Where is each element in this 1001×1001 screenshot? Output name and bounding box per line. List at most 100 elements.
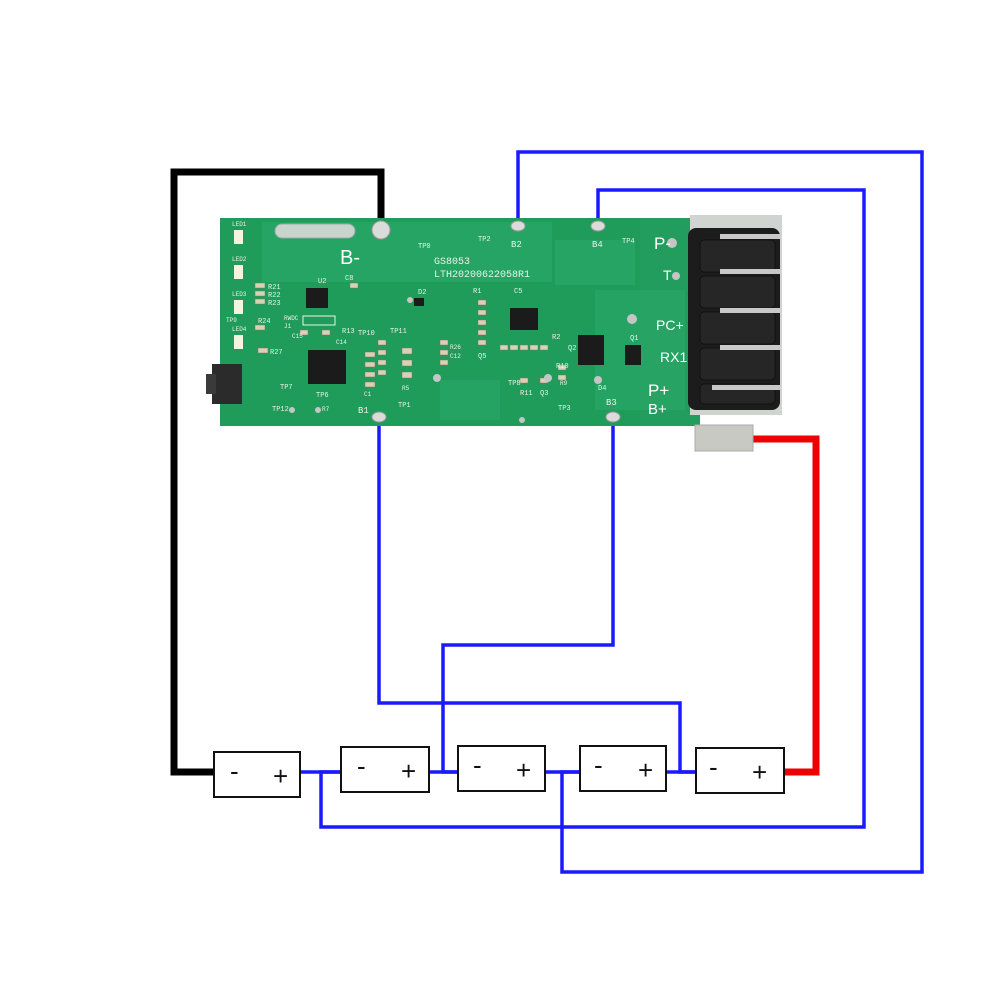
smd-c14 — [321, 329, 331, 336]
label-ld2: LED2 — [232, 256, 247, 263]
label-r13: R13 — [342, 328, 355, 336]
connector-pin-3 — [720, 308, 780, 313]
label-c14: C14 — [336, 339, 347, 346]
silkscreen: B- B2 B4 B1 B3 TP0 TP1 TP2 TP3 TP4 GS805… — [226, 221, 638, 416]
cell-3-body — [457, 745, 546, 792]
smd-r8 — [364, 381, 376, 388]
label-r10: R10 — [556, 363, 569, 371]
connector-slot-2 — [699, 275, 776, 309]
smd-r9 — [377, 339, 387, 346]
label-r27: R27 — [270, 349, 283, 357]
cell-2-plus: + — [401, 756, 416, 786]
label-code: LTH20200622058R1 — [434, 270, 530, 281]
label-tp0: TP0 — [418, 243, 431, 251]
ic-u1 — [578, 335, 604, 365]
label-t: T — [663, 267, 672, 283]
label-tp6: TP6 — [316, 392, 329, 400]
power-connector — [688, 215, 782, 452]
pcb-board: B- B2 B4 B1 B3 TP0 TP1 TP2 TP3 TP4 GS805… — [206, 215, 782, 452]
connector-slot-1 — [699, 239, 776, 273]
smd-r14 — [477, 309, 487, 316]
connector-pin-2 — [720, 269, 780, 274]
smd-r18 — [499, 344, 509, 351]
led-column — [234, 230, 243, 349]
label-r26: R26 — [450, 344, 461, 351]
ic-u2 — [306, 288, 328, 308]
ic-d2 — [414, 298, 424, 306]
b-plus-tab — [694, 424, 754, 452]
smd-r17 — [477, 339, 487, 346]
cell-3-minus: - — [473, 750, 482, 780]
smd-r23 — [254, 298, 266, 305]
label-b1: B1 — [358, 406, 369, 416]
smd-c3 — [557, 364, 567, 371]
label-r9: R9 — [560, 380, 568, 387]
label-c8: C8 — [345, 275, 353, 283]
label-tp3: TP3 — [558, 405, 571, 413]
ic-main — [308, 350, 346, 384]
wire-b3 — [441, 418, 615, 774]
smd-r21 — [254, 282, 266, 289]
battery-cell-2: - + — [340, 746, 430, 793]
push-button — [206, 364, 242, 404]
label-c1: C1 — [364, 391, 372, 398]
connector-pin-5 — [712, 385, 780, 390]
connector-labels: P- T PC+ RX1 P+ B+ — [648, 234, 687, 418]
cell-4-plus: + — [638, 755, 653, 785]
wires — [170, 150, 924, 874]
label-ld3: LED3 — [232, 291, 247, 298]
battery-cell-4: - + — [579, 745, 667, 792]
smd-r19 — [509, 344, 519, 351]
wire-b1 — [377, 418, 696, 774]
label-r21: R21 — [268, 284, 281, 292]
wire-b-plus — [740, 435, 820, 776]
ic-q1 — [625, 345, 641, 365]
label-b-minus: B- — [340, 247, 360, 269]
connector-pin-4 — [720, 345, 780, 350]
via-9 — [667, 238, 677, 248]
label-r24: R24 — [258, 318, 271, 326]
via-4 — [594, 376, 602, 384]
cell-1-plus: + — [273, 761, 288, 791]
label-tp11: TP11 — [390, 328, 407, 336]
wire-b-minus — [170, 168, 385, 776]
cell-5-minus: - — [709, 752, 718, 782]
cell-3-plus: + — [516, 755, 531, 785]
label-rx1: RX1 — [660, 349, 687, 365]
label-rwdc: RWDC — [284, 315, 299, 322]
smd-c1 — [519, 377, 529, 384]
smd-r24 — [254, 324, 266, 331]
push-button-body — [212, 364, 242, 404]
label-d4: D4 — [598, 385, 606, 393]
pcb-trace-area-4 — [440, 380, 500, 420]
smd-c15 — [299, 329, 309, 336]
smd-r12 — [377, 369, 387, 376]
label-tp12: TP12 — [272, 406, 289, 414]
smd-r15 — [477, 319, 487, 326]
connector-pin-1 — [720, 234, 780, 239]
battery-cell-3: - + — [457, 745, 546, 792]
smd-c6 — [401, 359, 413, 367]
smd-r11 — [377, 359, 387, 366]
via-5 — [289, 407, 295, 413]
cell-4-minus: - — [594, 750, 603, 780]
pcb-trace-area-2 — [555, 240, 635, 285]
label-b2: B2 — [511, 240, 522, 250]
smd-c8 — [349, 282, 359, 289]
smd-c10 — [439, 339, 449, 346]
ics — [306, 288, 641, 384]
smd-r16 — [477, 329, 487, 336]
pad-b4 — [590, 220, 606, 232]
cell-4-body — [579, 745, 667, 792]
smd-c13 — [439, 359, 449, 366]
label-r1: R1 — [473, 288, 481, 296]
label-tp8: TP8 — [508, 380, 521, 388]
label-r5: R5 — [402, 385, 410, 392]
label-ld1: LED1 — [232, 221, 247, 228]
smd-r10 — [377, 349, 387, 356]
label-r2: R2 — [552, 334, 560, 342]
led-3 — [234, 300, 243, 314]
smd-r27 — [257, 347, 269, 354]
cell-1-body — [213, 751, 301, 798]
smd-r6 — [364, 361, 376, 368]
